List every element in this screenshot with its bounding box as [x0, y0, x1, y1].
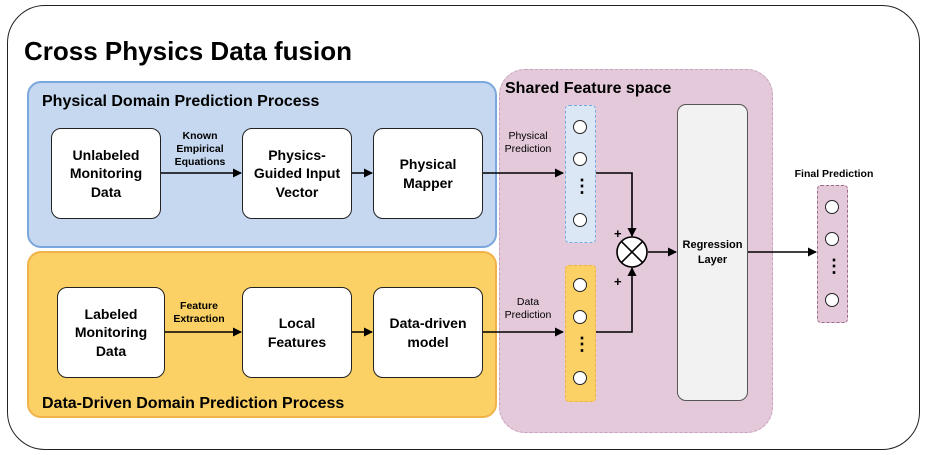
data-vector-node	[573, 310, 587, 324]
local-features-box: Local Features	[242, 287, 352, 378]
known-empirical-equations-label: Known Empirical Equations	[174, 130, 226, 169]
arrow-data-to-fusion	[596, 267, 637, 333]
plus-sign-top: +	[614, 226, 622, 241]
feature-extraction-label: Feature Extraction	[173, 300, 225, 326]
arrow-physical-to-fusion	[596, 172, 637, 237]
physical-prediction-label: Physical Prediction	[504, 130, 552, 156]
physics-guided-input-vector-box: Physics- Guided Input Vector	[242, 128, 352, 219]
regression-layer-box: Regression Layer	[677, 104, 748, 401]
data-vector-node	[573, 371, 587, 385]
final-vector-node	[825, 232, 839, 246]
plus-sign-bottom: +	[614, 274, 622, 289]
final-vector-node	[825, 293, 839, 307]
data-vector-node	[573, 278, 587, 292]
final-vector-node	[825, 200, 839, 214]
physical-mapper-box: Physical Mapper	[373, 128, 483, 219]
physical-vector-node	[573, 120, 587, 134]
data-prediction-label: Data Prediction	[504, 296, 552, 322]
final-prediction-label: Final Prediction	[794, 168, 874, 180]
fusion-operator-icon	[616, 236, 648, 268]
shared-space-title: Shared Feature space	[505, 80, 672, 97]
data-driven-model-box: Data-driven model	[373, 287, 483, 378]
physical-process-title: Physical Domain Prediction Process	[42, 93, 320, 110]
data-process-title: Data-Driven Domain Prediction Process	[42, 395, 345, 412]
unlabeled-monitoring-data-box: Unlabeled Monitoring Data	[51, 128, 161, 219]
physical-vector-node	[573, 213, 587, 227]
physical-vector-node	[573, 152, 587, 166]
labeled-monitoring-data-box: Labeled Monitoring Data	[57, 287, 165, 378]
diagram-title: Cross Physics Data fusion	[24, 36, 352, 66]
